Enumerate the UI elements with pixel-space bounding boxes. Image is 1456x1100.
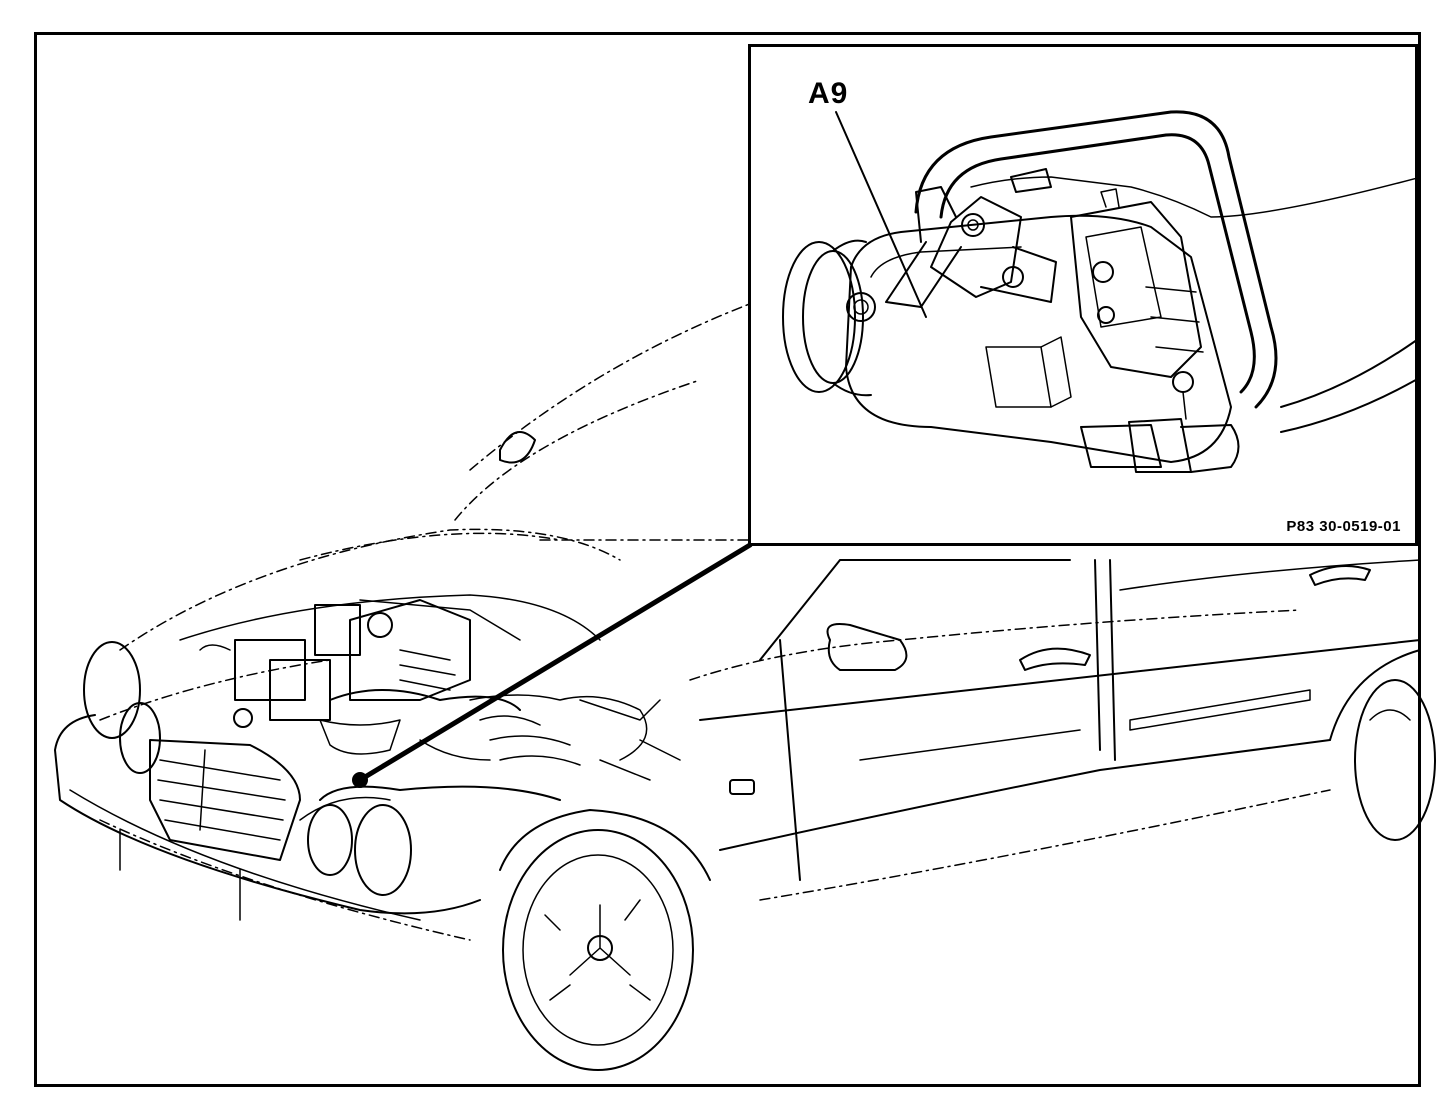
- sill: [719, 739, 1331, 851]
- door-handle-front: [1019, 647, 1091, 671]
- headlight-right-inner: [307, 804, 353, 876]
- location-dot-icon: [352, 772, 368, 788]
- side-mirror: [826, 623, 908, 671]
- hood-outline: [119, 528, 621, 651]
- inset-detail: A9 P83 30-0519-01: [748, 44, 1418, 546]
- mirror-left: [499, 431, 536, 464]
- b-pillar: [1094, 559, 1101, 751]
- rear-wheel: [1329, 649, 1436, 841]
- figure-frame: [34, 32, 1421, 1087]
- ac-compressor-icon: [782, 110, 1415, 473]
- headlight-left-outer: [83, 641, 141, 739]
- window-frame: [759, 559, 1071, 661]
- headlight-right-outer: [354, 804, 412, 896]
- door-handle-rear: [1309, 565, 1371, 586]
- grille: [149, 739, 301, 861]
- side-marker: [729, 779, 755, 795]
- front-bumper: [54, 714, 481, 915]
- beltline: [689, 609, 1301, 681]
- engine-bay: [199, 599, 681, 781]
- front-wheel: [499, 809, 711, 1071]
- leader-line: [357, 542, 753, 783]
- headlight-left-inner: [119, 702, 161, 774]
- reference-code: P83 30-0519-01: [1286, 518, 1401, 535]
- component-label: A9: [808, 77, 849, 110]
